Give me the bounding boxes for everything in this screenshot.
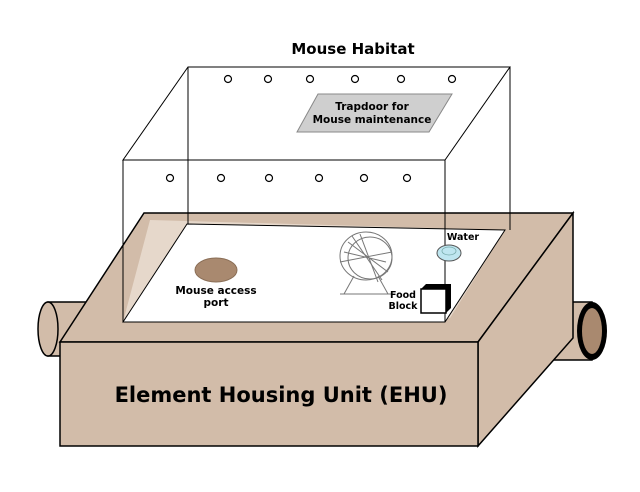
hamster-wheel-icon (339, 231, 393, 295)
housing-label: Element Housing Unit (EHU) (115, 383, 448, 407)
trapdoor-label-line2: Mouse maintenance (313, 114, 432, 126)
air-holes-front (165, 173, 412, 183)
food-label-line2: Block (389, 301, 419, 312)
diagram-title: Mouse Habitat (291, 40, 414, 58)
trapdoor-label-line1: Trapdoor for (335, 101, 409, 113)
food-block-icon (420, 284, 451, 314)
food-label-line1: Food (390, 290, 416, 301)
access-port-label-line2: port (204, 297, 229, 309)
housing-front-face (59, 341, 479, 447)
trapdoor (296, 93, 453, 133)
mouse-access-port (194, 257, 238, 283)
water-bowl-icon (436, 244, 462, 262)
air-holes-back (223, 74, 457, 84)
habitat-box-edges (122, 66, 511, 322)
water-label: Water (447, 232, 480, 243)
access-port-label-line1: Mouse access (175, 285, 256, 297)
